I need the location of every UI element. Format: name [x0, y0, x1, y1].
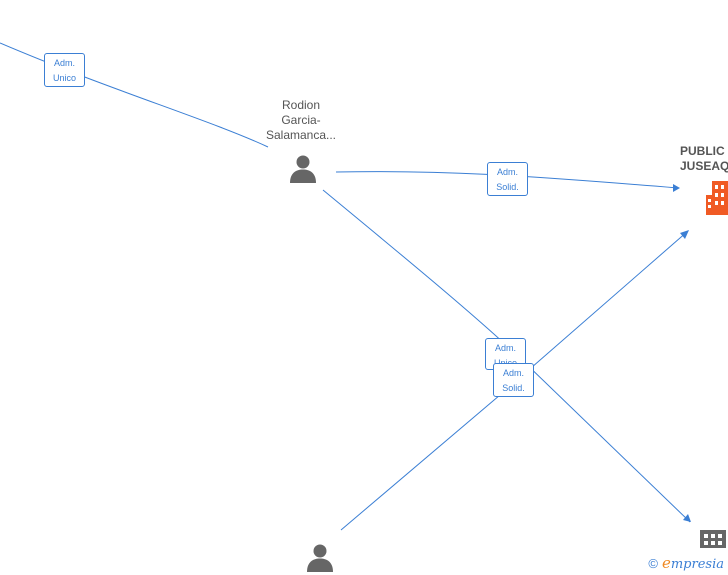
person-icon[interactable]	[305, 543, 335, 573]
building-icon[interactable]	[706, 181, 728, 215]
edge-label-left-to-person[interactable]: Adm. Unico	[44, 53, 85, 87]
building-icon[interactable]	[700, 530, 726, 548]
edge-person-to-company-top[interactable]	[335, 171, 679, 189]
copyright-footer: © empresia	[648, 554, 724, 572]
arrow-head	[680, 230, 689, 239]
brand-logo[interactable]: empresia	[662, 554, 724, 572]
arrow-head	[673, 184, 680, 192]
brand-logo-initial: e	[661, 554, 671, 572]
edge-label-cross-solid[interactable]: Adm. Solid.	[493, 363, 534, 397]
arrow-head	[683, 514, 691, 522]
brand-logo-rest: mpresia	[670, 557, 724, 572]
person-icon[interactable]	[288, 154, 318, 184]
company-name-top[interactable]: PUBLIC JUSEAQ	[680, 144, 728, 173]
edge-left-to-person[interactable]	[0, 42, 269, 148]
edge-label-person-to-company-top[interactable]: Adm. Solid.	[487, 162, 528, 196]
copyright-symbol: ©	[648, 555, 658, 571]
person-name-top[interactable]: Rodion Garcia- Salamanca...	[265, 98, 337, 142]
